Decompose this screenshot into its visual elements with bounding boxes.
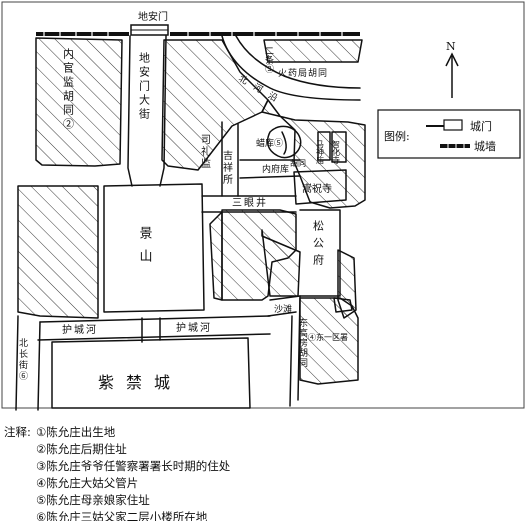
moat-west-label: 护城河: [62, 323, 98, 336]
legend-gate-label: 城门: [470, 119, 492, 133]
jixiangsuo-alley: [221, 121, 239, 197]
bridge: [141, 317, 161, 343]
legend-title: 图例:: [384, 129, 410, 143]
legend-wall-label: 城墙: [474, 139, 496, 153]
beichang-jie-street: [15, 315, 41, 411]
compass-label: N: [446, 40, 456, 53]
shatan-road: [267, 295, 301, 317]
hatched-blocks: [17, 37, 366, 385]
note-row-3: ③陈允庄爷爷任警察署署长时期的住处: [4, 458, 524, 475]
moat-east-label: 护城河: [176, 321, 212, 334]
dianmen-dajie-label: 地安门大街: [138, 52, 151, 122]
neiguanjian-hutong-label: 内官监胡同②: [62, 47, 75, 132]
map-frame: [1, 1, 525, 409]
hutong-gate-a: [317, 131, 331, 161]
note-item-5: ⑤陈允庄母亲娘家住址: [36, 493, 150, 507]
songgong-fu-compound: [299, 209, 341, 297]
huoyaoju-hutong-label: 火药局胡同: [278, 67, 328, 79]
notes-label: 注释:: [4, 425, 31, 439]
note-row-6: ⑥陈允庄三姑父家二层小楼所在地: [4, 509, 524, 521]
dianmen-gate: [130, 24, 169, 36]
legend-gate-symbol: [426, 119, 463, 131]
note-row-4: ④陈允庄大姑父管片: [4, 475, 524, 492]
forbidden-city: [51, 337, 251, 409]
sanyanjing-road: [201, 195, 297, 213]
notes: 注释: ①陈允庄出生地 ②陈允庄后期住址 ③陈允庄爷爷任警察署署长时期的住处 ④…: [4, 424, 524, 521]
north-road: [235, 35, 361, 89]
jingshan-label: 景山: [137, 226, 153, 272]
neifu-label: 内府库: [262, 163, 289, 175]
donggaofang-hutong-label: 东高房胡同: [297, 317, 308, 368]
shatan-label: 沙滩: [274, 303, 292, 315]
wangfu-label: 智化寺: [332, 139, 341, 164]
silijian-label: 司礼监: [199, 134, 211, 170]
ertiao-label: 二条③: [263, 46, 274, 73]
beichang-jie-label: 北长街⑥: [17, 338, 28, 382]
north-gate-label: 地安门: [138, 10, 168, 23]
police-station-block: [333, 297, 353, 313]
north-city-wall: [36, 32, 360, 36]
xiangkuan-temple-label: 嵩祝寺: [302, 182, 332, 195]
note-row-2: ②陈允庄后期住址: [4, 441, 524, 458]
beihe-river-bank: [221, 35, 361, 101]
donggaofang-hutong: [289, 295, 301, 407]
legend-wall-symbol: [440, 144, 470, 148]
songgong-fu-label: 松公府: [312, 219, 325, 271]
note-item-2: ②陈允庄后期住址: [36, 442, 127, 456]
neifu-road: [239, 159, 301, 179]
moat: [37, 315, 271, 341]
hutong-small-label: 胡同: [290, 158, 306, 168]
forbidden-city-label: 紫禁城: [98, 373, 182, 392]
hutong-gate-b: [331, 131, 347, 163]
note-item-1: ①陈允庄出生地: [36, 425, 116, 439]
jixiangsuo-label: 吉祥所: [221, 150, 233, 186]
lamiao-courtyard: [266, 125, 302, 159]
sanyanjing-label: 三眼井: [232, 196, 268, 209]
mashen-label: 马神庙: [316, 140, 325, 165]
dianmen-dajie-street: [127, 35, 167, 187]
legend-box: [377, 109, 521, 159]
hand-drawn-map: 地安门 内官监胡同② 地安门大街 北长街⑥ 景山 紫禁城 护城河 护城河 三眼井…: [1, 1, 525, 411]
xiangkuan-temple: [293, 169, 347, 205]
note-row-5: ⑤陈允庄母亲娘家住址: [4, 492, 524, 509]
police-station-label: ④东一区署: [308, 332, 348, 342]
north-arrow-icon: [445, 52, 459, 98]
lamiao-label: 蜡库⑤: [256, 137, 283, 149]
jingshan-park: [103, 183, 205, 313]
note-item-3: ③陈允庄爷爷任警察署署长时期的住处: [36, 459, 231, 473]
note-item-6: ⑥陈允庄三姑父家二层小楼所在地: [36, 510, 208, 521]
lamiao-path: [281, 131, 287, 155]
note-item-4: ④陈允庄大姑父管片: [36, 476, 139, 490]
note-row-1: 注释: ①陈允庄出生地: [4, 424, 524, 441]
